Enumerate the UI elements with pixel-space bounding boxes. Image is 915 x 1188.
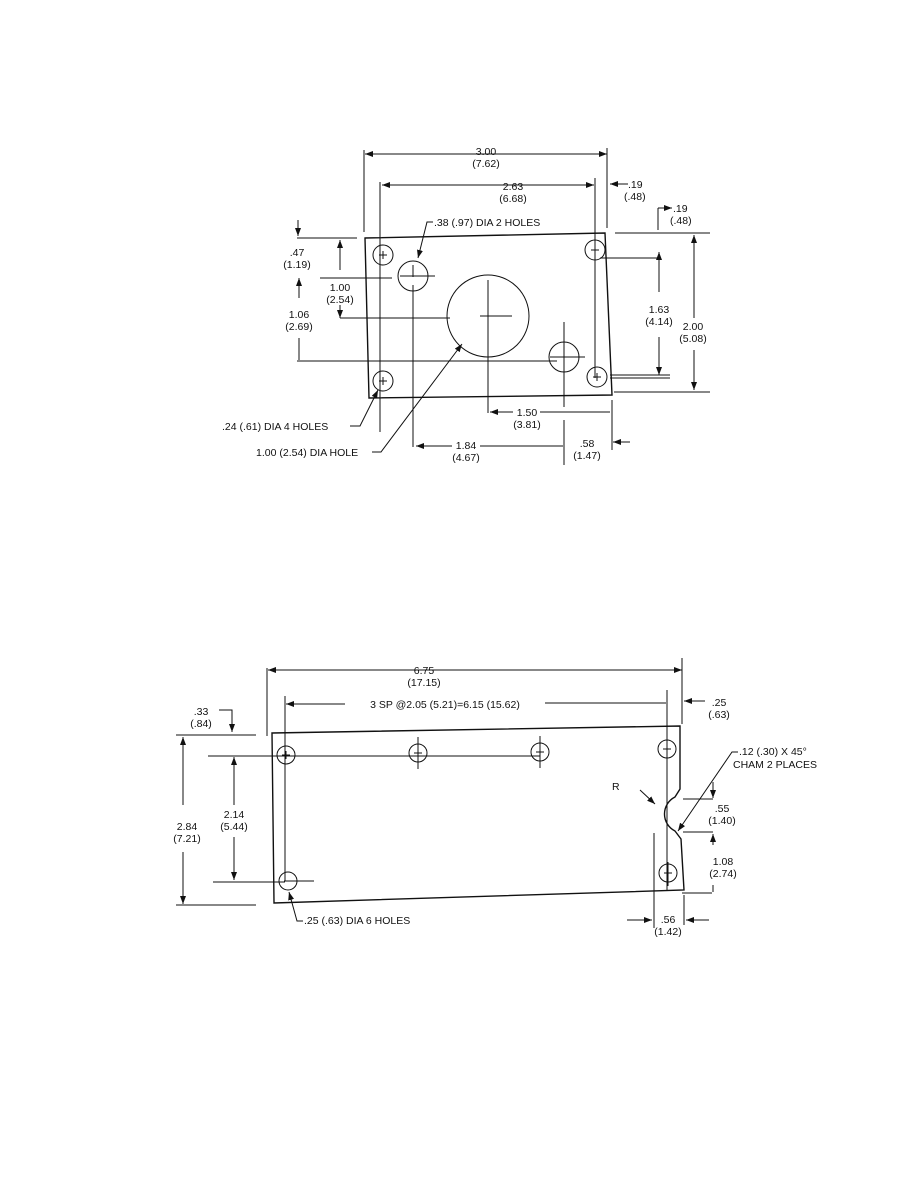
dim-overall-width: 6.75	[414, 665, 435, 677]
hole	[530, 736, 550, 768]
hole	[278, 871, 314, 891]
plate-1-outline	[364, 232, 613, 399]
plate-2-outline	[271, 725, 685, 904]
plate-2-drawing: 6.75 (17.15) 3 SP @2.05 (5.21)=6.15 (15.…	[173, 658, 817, 938]
dim-center-offset-mm: (2.54)	[326, 294, 353, 306]
dim-overall-width: 3.00	[476, 146, 497, 158]
dim-lower-offset-mm: (2.74)	[709, 868, 736, 880]
dim-overall-height: 2.84	[177, 821, 198, 833]
dim-overall-width-mm: (17.15)	[407, 677, 440, 689]
dim-vertical-hole-span-mm: (4.14)	[645, 316, 672, 328]
small-hole	[586, 366, 608, 388]
dim-right-offset-mm: (.63)	[708, 709, 730, 721]
dim-notch-offset: .56	[661, 914, 676, 926]
dim-overall-height: 2.00	[683, 321, 704, 333]
dim-right-edge-offset-mm: (.48)	[624, 191, 646, 203]
dim-center-to-hole-mm: (3.81)	[513, 419, 540, 431]
dim-center-to-hole: 1.50	[517, 407, 538, 419]
small-hole	[372, 370, 394, 392]
hole	[276, 745, 296, 765]
hole	[408, 737, 428, 769]
dim-overall-height-mm: (5.08)	[679, 333, 706, 345]
note-medium-holes: .38 (.97) DIA 2 HOLES	[434, 217, 540, 229]
dim-hole-spacing: 3 SP @2.05 (5.21)=6.15 (15.62)	[370, 699, 520, 711]
dim-right-edge-offset: .19	[628, 179, 643, 191]
dim-top-offset-mm: (1.19)	[283, 259, 310, 271]
dim-notch-width-mm: (1.40)	[708, 815, 735, 827]
dim-hole-to-edge-mm: (1.47)	[573, 450, 600, 462]
dim-overall-width-mm: (7.62)	[472, 158, 499, 170]
dim-center-offset: 1.00	[330, 282, 351, 294]
large-hole	[446, 274, 530, 413]
medium-hole	[397, 260, 435, 292]
dim-top-edge-offset-mm: (.48)	[670, 215, 692, 227]
dim-top-offset: .47	[290, 247, 305, 259]
dim-top-edge-offset: .19	[673, 203, 688, 215]
note-holes: .25 (.63) DIA 6 HOLES	[304, 915, 410, 927]
dim-overall-height-mm: (7.21)	[173, 833, 200, 845]
note-chamfer-1: .12 (.30) X 45°	[739, 746, 807, 758]
dim-top-offset: .33	[194, 706, 209, 718]
note-chamfer-2: CHAM 2 PLACES	[733, 759, 817, 771]
dim-vertical-hole-span: 1.63	[649, 304, 670, 316]
dim-right-offset: .25	[712, 697, 727, 709]
dim-hole-span-mm: (6.68)	[499, 193, 526, 205]
note-large-hole: 1.00 (2.54) DIA HOLE	[256, 447, 358, 459]
hole	[658, 862, 678, 886]
dim-lower-offset-mm: (2.69)	[285, 321, 312, 333]
small-hole	[372, 244, 394, 266]
dim-notch-offset-mm: (1.42)	[654, 926, 681, 938]
dim-hole-span: 2.14	[224, 809, 245, 821]
dim-hole-to-hole: 1.84	[456, 440, 477, 452]
dim-hole-span-mm: (5.44)	[220, 821, 247, 833]
label-radius: R	[612, 781, 620, 793]
dim-top-offset-mm: (.84)	[190, 718, 212, 730]
plate-1-drawing: 3.00 (7.62) 2.63 (6.68) .19 (.48) .19 (.…	[222, 146, 710, 465]
medium-hole	[548, 322, 585, 407]
dim-lower-offset: 1.08	[713, 856, 734, 868]
dim-hole-to-edge: .58	[580, 438, 595, 450]
dim-notch-width: .55	[715, 803, 730, 815]
note-small-holes: .24 (.61) DIA 4 HOLES	[222, 421, 328, 433]
dim-hole-span: 2.63	[503, 181, 524, 193]
dim-lower-offset: 1.06	[289, 309, 310, 321]
dim-hole-to-hole-mm: (4.67)	[452, 452, 479, 464]
